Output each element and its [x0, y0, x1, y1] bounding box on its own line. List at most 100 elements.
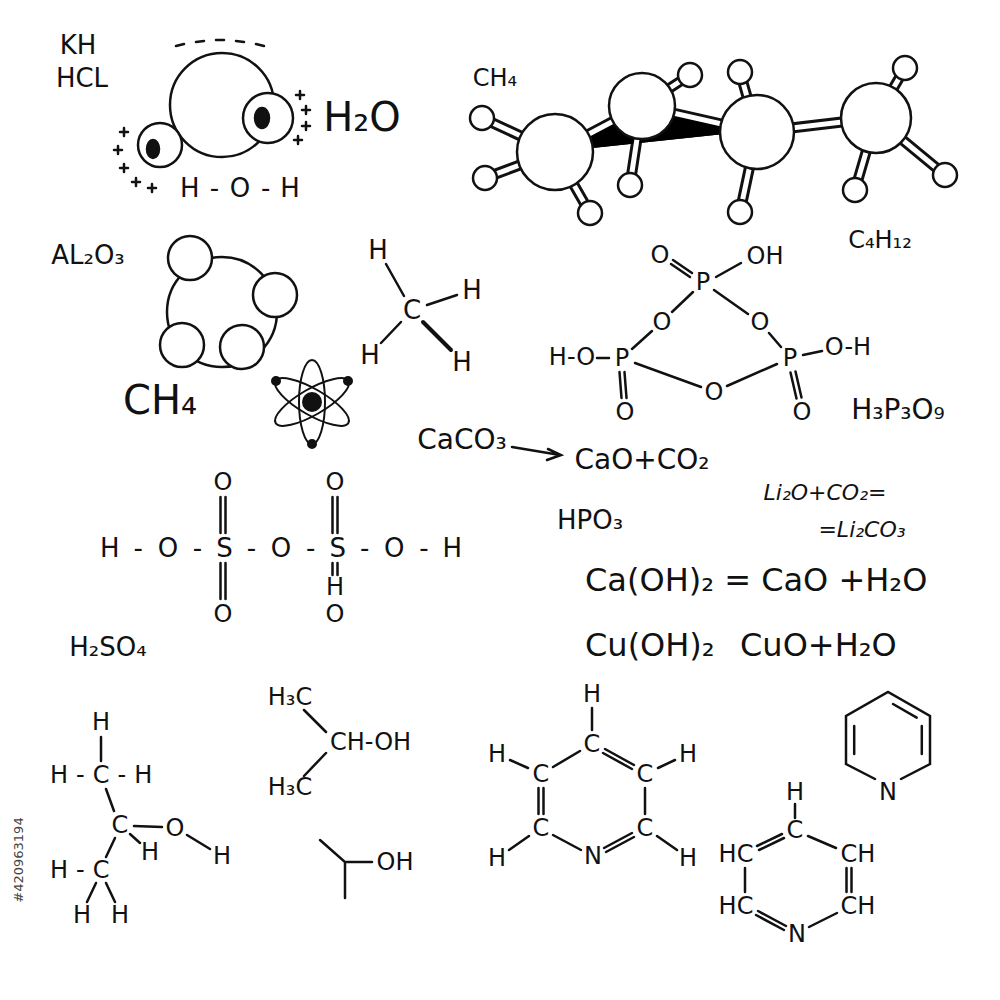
bond-lines	[87, 260, 930, 930]
butane-ball-stick-model-part-part	[893, 56, 917, 80]
element-symbol: O	[651, 243, 670, 267]
element-symbol: C	[533, 816, 550, 840]
structural-formula: H-C	[50, 858, 117, 882]
structural-formula: HC	[719, 894, 754, 918]
chemical-formula: KH	[60, 32, 97, 58]
space-filling-model-part	[220, 325, 264, 369]
element-symbol: P	[615, 346, 629, 370]
water-molecule-part	[176, 40, 264, 46]
atom-symbol-part	[308, 440, 316, 448]
water-molecule-part	[138, 123, 182, 167]
atom-symbol-part	[299, 360, 325, 444]
bond-lines-part	[635, 363, 701, 387]
bond-lines-part	[304, 710, 326, 776]
atom-symbol-part	[303, 393, 321, 411]
structural-formula: H-O-S-O-S-O-H	[100, 535, 476, 561]
bond-lines-part	[509, 760, 677, 850]
structural-formula: H₃C	[268, 775, 312, 799]
element-symbol: C	[637, 816, 654, 840]
butane-ball-stick-model-part	[482, 68, 945, 213]
atom-symbol	[269, 360, 355, 448]
element-symbol: H	[488, 742, 506, 766]
bond-lines-part	[512, 447, 561, 460]
element-symbol: H	[679, 846, 697, 870]
butane-ball-stick-model-part-part	[728, 60, 752, 84]
chemical-formula: HPO₃	[557, 507, 623, 533]
bond-lines-part	[101, 737, 210, 849]
element-symbol: C	[533, 762, 550, 786]
structural-formula: CH-OH	[330, 730, 411, 754]
atom-symbol-part	[344, 377, 352, 385]
chemical-formula: H₃P₃O₉	[851, 396, 945, 424]
butane-ball-stick-model-part-part	[933, 163, 957, 187]
chemical-formula: CH₄	[123, 380, 197, 420]
water-molecule-part	[243, 93, 293, 143]
chemical-equation: Ca(OH)₂ = CaO +H₂O	[585, 564, 927, 596]
element-symbol: C	[637, 762, 654, 786]
butane-ball-stick-model-part-part	[470, 106, 494, 130]
chemical-formula: Cu(OH)₂	[585, 629, 715, 661]
chemical-formula: H₂O	[323, 97, 401, 137]
water-molecule-part	[114, 128, 156, 192]
element-symbol: H	[141, 840, 159, 864]
butane-ball-stick-model-part-part	[678, 63, 702, 87]
element-symbol: H	[92, 710, 110, 734]
bond-lines-part	[553, 708, 634, 769]
chemical-equation: Li₂O+CO₂=	[764, 482, 887, 504]
element-symbol: P	[783, 346, 797, 370]
butane-ball-stick-model-part-part	[578, 201, 602, 225]
structural-formula: H-O	[549, 345, 595, 369]
bond-lines-part	[671, 260, 692, 277]
atom-symbol-part	[272, 377, 280, 385]
bond-lines-part	[539, 788, 646, 814]
space-filling-model-part	[253, 273, 297, 317]
element-symbol: O	[326, 470, 345, 494]
element-symbol: N	[788, 922, 806, 946]
chemical-formula: H₂SO₄	[69, 634, 146, 660]
butane-ball-stick-model	[470, 56, 957, 225]
chemical-formula: CuO+H₂O	[740, 629, 897, 661]
element-symbol: H	[583, 682, 601, 706]
water-molecule-part	[255, 108, 269, 128]
structural-formula: O-H	[825, 335, 871, 359]
structural-formula: H-C-H	[50, 763, 160, 787]
bond-lines-part	[221, 497, 338, 533]
structural-formula: OH	[377, 850, 414, 874]
chemical-formula: C₄H₁₂	[848, 228, 912, 252]
element-symbol: OH	[747, 244, 784, 268]
chemical-formula: CaO+CO₂	[574, 446, 709, 474]
butane-ball-stick-model-part-part	[728, 200, 752, 224]
element-symbol: H	[73, 903, 91, 927]
element-symbol: C	[112, 813, 129, 837]
watermark-id: #420963194	[12, 817, 25, 902]
element-symbol: H	[462, 277, 482, 303]
structural-formula: CH	[841, 894, 876, 918]
element-symbol: O	[793, 400, 812, 424]
water-molecule	[114, 40, 310, 192]
butane-ball-stick-model-part-part	[720, 95, 794, 169]
bond-lines-part	[381, 264, 457, 343]
bond-lines-part	[854, 704, 922, 754]
water-molecule-part	[147, 140, 159, 158]
butane-ball-stick-model-part-part	[555, 106, 876, 152]
butane-ball-stick-model-part-part	[618, 173, 642, 197]
butane-ball-stick-model-part-part	[555, 106, 876, 152]
element-symbol: H	[111, 903, 129, 927]
chemical-formula: HCL	[56, 65, 108, 91]
chemical-formula: CaCO₃	[417, 426, 507, 454]
element-symbol: O	[326, 602, 345, 626]
butane-ball-stick-model-part-part	[473, 166, 497, 190]
element-symbol: O	[214, 470, 233, 494]
element-symbol: C	[584, 732, 601, 756]
butane-ball-stick-model-part-part	[841, 83, 911, 153]
bond-lines-part	[846, 692, 930, 779]
atom-symbol-part	[269, 370, 355, 435]
bond-lines-part	[221, 563, 338, 599]
structural-formula: HC	[719, 842, 754, 866]
atom-symbol-part	[269, 370, 355, 435]
bond-lines-part	[727, 333, 822, 386]
element-symbol: O	[751, 310, 770, 334]
butane-ball-stick-model-part-part	[517, 114, 593, 190]
bond-lines-part	[620, 372, 627, 398]
bond-lines-part	[716, 263, 741, 277]
